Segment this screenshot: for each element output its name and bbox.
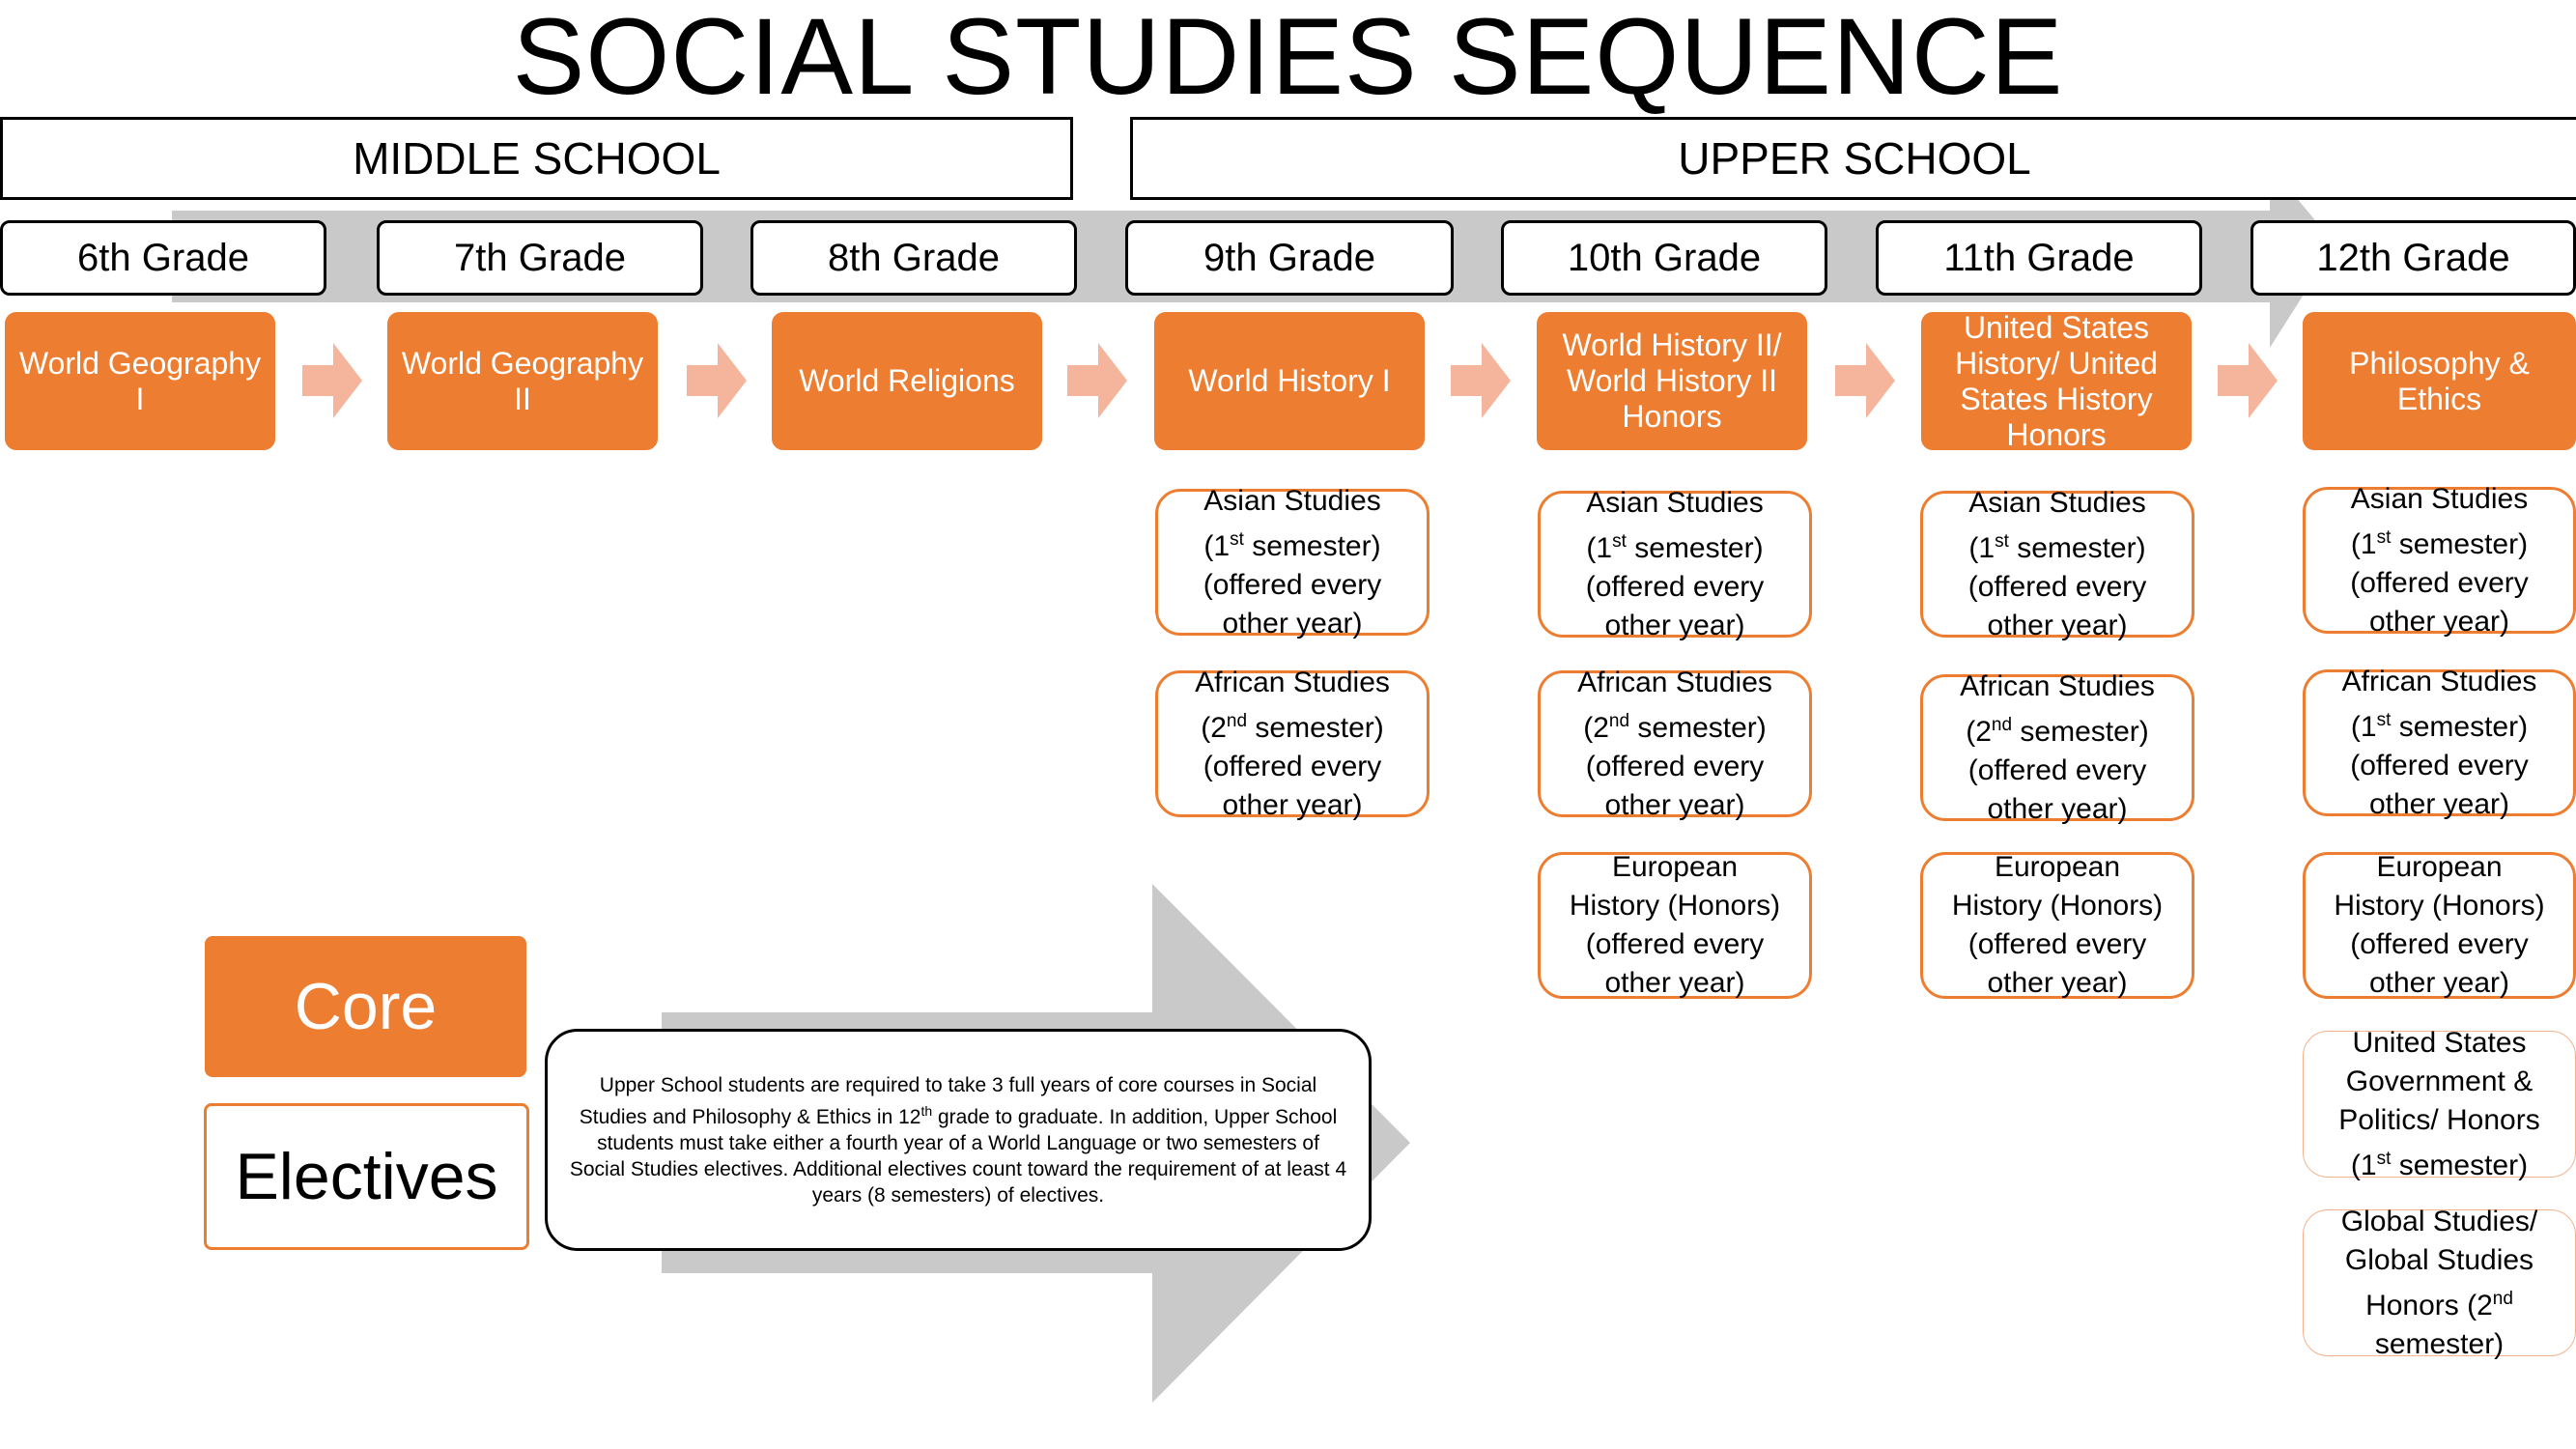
- core-course-grade-8: World Religions: [772, 312, 1042, 450]
- core-course-grade-9: World History I: [1154, 312, 1425, 450]
- grade-12: 12th Grade: [2250, 220, 2576, 296]
- arrow-6-to-7: [302, 343, 362, 418]
- arrow-10-to-11: [1835, 343, 1895, 418]
- grade-9: 9th Grade: [1125, 220, 1454, 296]
- grade-8: 8th Grade: [750, 220, 1077, 296]
- arrow-11-to-12: [2218, 343, 2278, 418]
- elective-asian-studies-grade-12: Asian Studies(1st semester)(offered ever…: [2303, 483, 2576, 638]
- legend-core: Core: [205, 936, 526, 1077]
- upper-school-header: UPPER SCHOOL: [1130, 117, 2576, 200]
- elective-african-studies-grade-9: African Studies(2nd semester)(offered ev…: [1155, 667, 1430, 821]
- grade-7: 7th Grade: [377, 220, 703, 296]
- grade-6: 6th Grade: [0, 220, 326, 296]
- middle-school-header: MIDDLE SCHOOL: [0, 117, 1073, 200]
- core-course-grade-7: World Geography II: [387, 312, 658, 450]
- arrow-8-to-9: [1067, 343, 1127, 418]
- elective-african-studies-grade-10: African Studies(2nd semester)(offered ev…: [1538, 667, 1812, 821]
- elective-asian-studies-grade-9: Asian Studies(1st semester)(offered ever…: [1155, 485, 1430, 639]
- grade-11: 11th Grade: [1876, 220, 2202, 296]
- core-course-grade-11: United States History/ United States His…: [1921, 310, 2192, 452]
- arrow-7-to-8: [687, 343, 747, 418]
- legend-electives: Electives: [204, 1103, 529, 1250]
- elective-asian-studies-grade-10: Asian Studies(1st semester)(offered ever…: [1538, 487, 1812, 641]
- core-course-grade-10: World History II/ World History II Honor…: [1537, 312, 1807, 450]
- elective-asian-studies-grade-11: Asian Studies(1st semester)(offered ever…: [1920, 487, 2194, 641]
- arrow-9-to-10: [1451, 343, 1511, 418]
- elective-african-studies-grade-11: African Studies(2nd semester)(offered ev…: [1920, 670, 2194, 825]
- core-course-grade-12: Philosophy & Ethics: [2303, 312, 2576, 450]
- elective-african-studies-grade-12: African Studies(1st semester)(offered ev…: [2303, 666, 2576, 820]
- core-course-grade-6: World Geography I: [5, 312, 275, 450]
- graduation-requirements-note: Upper School students are required to ta…: [545, 1029, 1372, 1251]
- page-title: SOCIAL STUDIES SEQUENCE: [512, 0, 2064, 117]
- grade-10: 10th Grade: [1501, 220, 1827, 296]
